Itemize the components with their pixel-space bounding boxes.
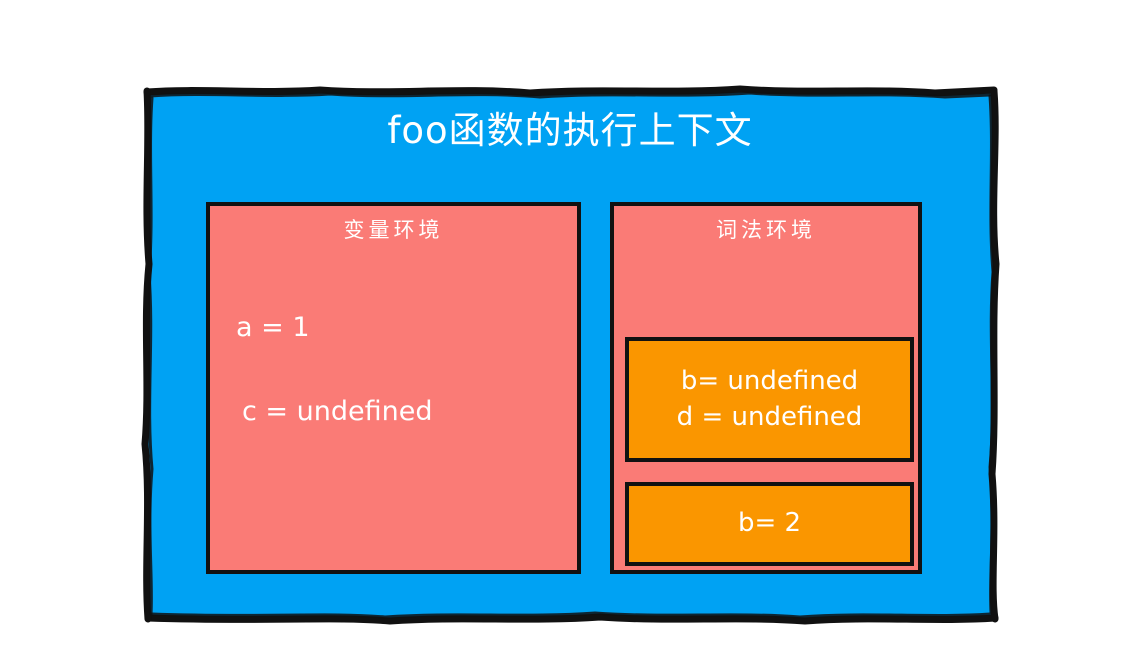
execution-context-title: foo函数的执行上下文 (146, 112, 994, 149)
lexical-binding-box-outer: b= undefined d = undefined (625, 337, 914, 462)
lexical-environment-panel: 词法环境 b= undefined d = undefined b= 2 (610, 202, 922, 574)
lexical-environment-title: 词法环境 (716, 218, 816, 242)
variable-environment-panel: 变量环境 a = 1 c = undefined (206, 202, 581, 574)
execution-context-title-text: foo函数的执行上下文 (387, 109, 753, 152)
lexical-binding-b-undefined: b= undefined (680, 365, 859, 396)
lexical-binding-box-inner: b= 2 (625, 482, 914, 566)
execution-context-container: foo函数的执行上下文 变量环境 a = 1 c = undefined 词法环… (146, 90, 994, 618)
variable-environment-title: 变量环境 (343, 218, 444, 242)
lexical-binding-b-2: b= 2 (737, 508, 802, 539)
variable-entry-a: a = 1 (236, 312, 310, 343)
lexical-binding-d-undefined: d = undefined (676, 401, 863, 432)
variable-entry-c: c = undefined (242, 396, 433, 427)
